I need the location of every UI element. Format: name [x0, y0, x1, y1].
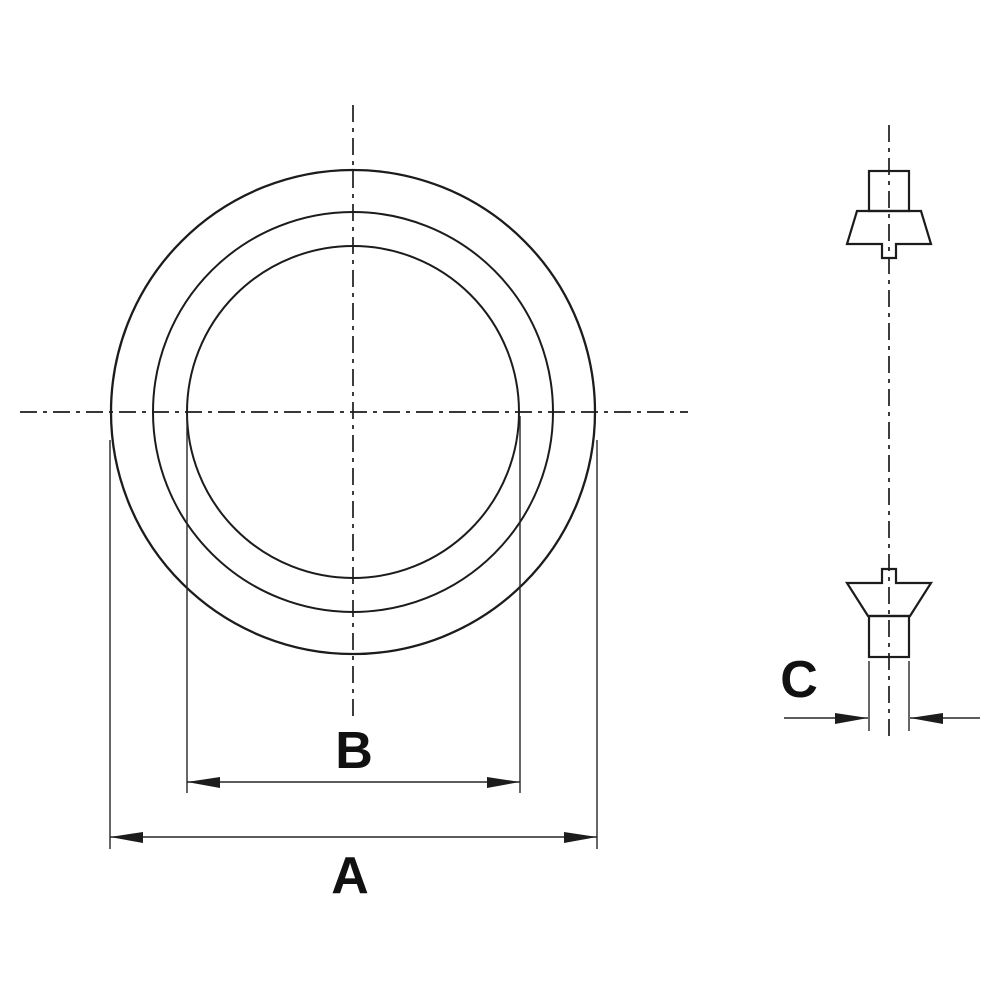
side-view: C	[780, 125, 980, 738]
dim-b-arrow-left-icon	[187, 777, 220, 788]
dim-c-arrow-left-icon	[835, 713, 868, 724]
dimension-c: C	[780, 651, 980, 731]
dim-a-arrow-left-icon	[110, 832, 143, 843]
dim-a-arrow-right-icon	[564, 832, 597, 843]
dim-b-arrow-right-icon	[487, 777, 520, 788]
dim-b-label: B	[335, 722, 373, 780]
dim-c-label: C	[780, 651, 818, 709]
dim-a-label: A	[331, 847, 369, 905]
dim-c-arrow-right-icon	[910, 713, 943, 724]
front-view: B A	[20, 105, 688, 905]
section-top-rubber	[845, 209, 933, 260]
dimension-b: B	[186, 416, 521, 793]
dimension-a: A	[109, 440, 598, 905]
